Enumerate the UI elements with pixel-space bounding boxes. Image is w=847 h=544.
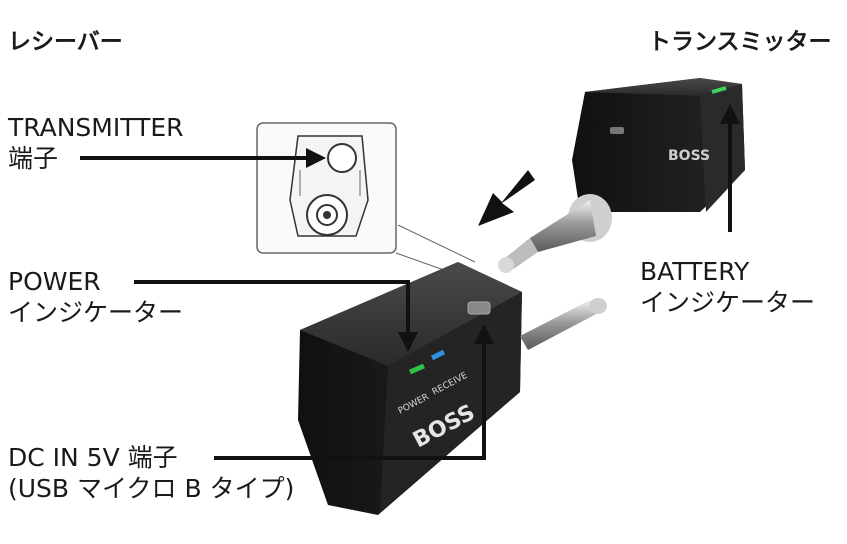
transmitter-jack-label: TRANSMITTER 端子 <box>8 112 184 174</box>
dc-in-pointer <box>214 324 494 460</box>
transmitter-jack-label-line1: TRANSMITTER <box>8 113 184 142</box>
dc-in-label-line2: (USB マイクロ B タイプ) <box>8 474 295 503</box>
dc-in-label-line1: DC IN 5V 端子 <box>8 443 178 472</box>
battery-indicator-label-line1: BATTERY <box>640 257 750 286</box>
battery-indicator-label: BATTERY インジケーター <box>640 256 815 318</box>
insert-direction-arrow <box>478 170 535 226</box>
power-led <box>409 363 425 375</box>
receiver-usb-port <box>467 301 491 315</box>
power-indicator-label-line1: POWER <box>8 267 101 296</box>
receiver-plug <box>520 298 607 350</box>
dc-in-label: DC IN 5V 端子 (USB マイクロ B タイプ) <box>8 442 294 504</box>
transmitter-jack-detail-inset <box>256 122 476 276</box>
leader-lines <box>80 104 740 460</box>
receive-led <box>430 349 446 361</box>
battery-led <box>711 86 727 94</box>
transmitter-heading: トランスミッター <box>648 29 832 55</box>
power-indicator-label: POWER インジケーター <box>8 266 183 328</box>
power-indicator-label-line2: インジケーター <box>8 298 184 327</box>
transmitter-unit: BOSS <box>498 78 745 273</box>
receiver-unit: POWER RECEIVE BOSS <box>298 262 607 515</box>
transmitter-usb-port <box>610 127 624 134</box>
transmitter-brand-mark: BOSS <box>668 148 710 164</box>
transmitter-plug <box>498 194 612 273</box>
battery-indicator-label-line2: インジケーター <box>640 288 816 317</box>
power-indicator-pointer <box>134 280 418 352</box>
receiver-heading: レシーバー <box>8 29 123 55</box>
transmitter-jack-label-line2: 端子 <box>8 144 59 173</box>
